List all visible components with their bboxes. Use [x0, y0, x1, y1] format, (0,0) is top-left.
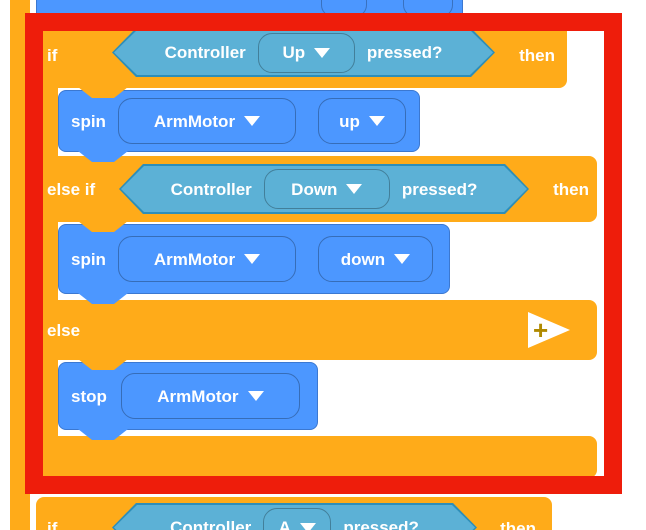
button-dropdown[interactable]: A [263, 507, 332, 530]
button-dropdown[interactable]: Down [263, 169, 390, 209]
direction-dropdown[interactable]: down [317, 236, 433, 282]
spin-label: spin [71, 249, 106, 269]
hexagon-fill [121, 166, 527, 212]
pressed-label: pressed? [366, 43, 443, 62]
device-label: Controller [170, 179, 252, 199]
notch [78, 151, 128, 162]
then-label: then [519, 45, 555, 65]
device-label: Controller [164, 43, 246, 62]
dropdown-caret-icon [299, 522, 316, 530]
stop-label: stop [71, 386, 107, 406]
pressed-label: pressed? [343, 518, 419, 530]
then-label: then [553, 179, 589, 199]
else-block-header[interactable]: else + [36, 300, 597, 360]
if-keyword: if [47, 519, 58, 530]
hexagon-fill [114, 505, 475, 530]
hexagon-fill [114, 30, 493, 75]
direction-dropdown[interactable]: up [317, 98, 406, 144]
notch [78, 429, 128, 440]
controller-a-pressed-condition[interactable]: Controller A pressed? [112, 503, 477, 530]
expand-arrow-icon[interactable]: + [528, 312, 570, 348]
motor-dropdown[interactable]: ArmMotor [117, 236, 296, 282]
dropdown-caret-icon [314, 47, 331, 58]
motor-dropdown[interactable]: ArmMotor [117, 98, 296, 144]
spin-label: spin [71, 111, 106, 131]
notch [78, 221, 128, 232]
if-block-end-bar[interactable] [36, 436, 597, 478]
highlight-border [25, 13, 622, 494]
dropdown-caret-icon [368, 116, 385, 126]
plus-glyph: + [533, 314, 549, 345]
controller-up-pressed-condition[interactable]: Controller Up pressed? [112, 28, 495, 77]
notch [78, 87, 128, 98]
stop-armmotor-block[interactable]: stop ArmMotor [58, 362, 318, 430]
dropdown-caret-icon [244, 116, 261, 126]
if-keyword: if [47, 45, 58, 65]
device-label: Controller [170, 518, 252, 530]
notch [78, 359, 128, 370]
else-if-keyword: else if [47, 179, 96, 199]
notch [78, 293, 128, 304]
then-label: then [500, 519, 536, 530]
dropdown-caret-icon [244, 254, 261, 264]
button-dropdown[interactable]: Up [257, 32, 355, 73]
else-keyword: else [47, 320, 81, 340]
motor-dropdown[interactable]: ArmMotor [120, 373, 300, 419]
spin-armmotor-up-block[interactable]: spin ArmMotor up [58, 90, 420, 152]
spin-armmotor-down-block[interactable]: spin ArmMotor down [58, 224, 450, 294]
pressed-label: pressed? [401, 179, 478, 199]
controller-down-pressed-condition[interactable]: Controller Down pressed? [119, 164, 529, 214]
dropdown-caret-icon [247, 391, 264, 401]
dropdown-caret-icon [346, 184, 363, 194]
dropdown-caret-icon [394, 254, 411, 264]
